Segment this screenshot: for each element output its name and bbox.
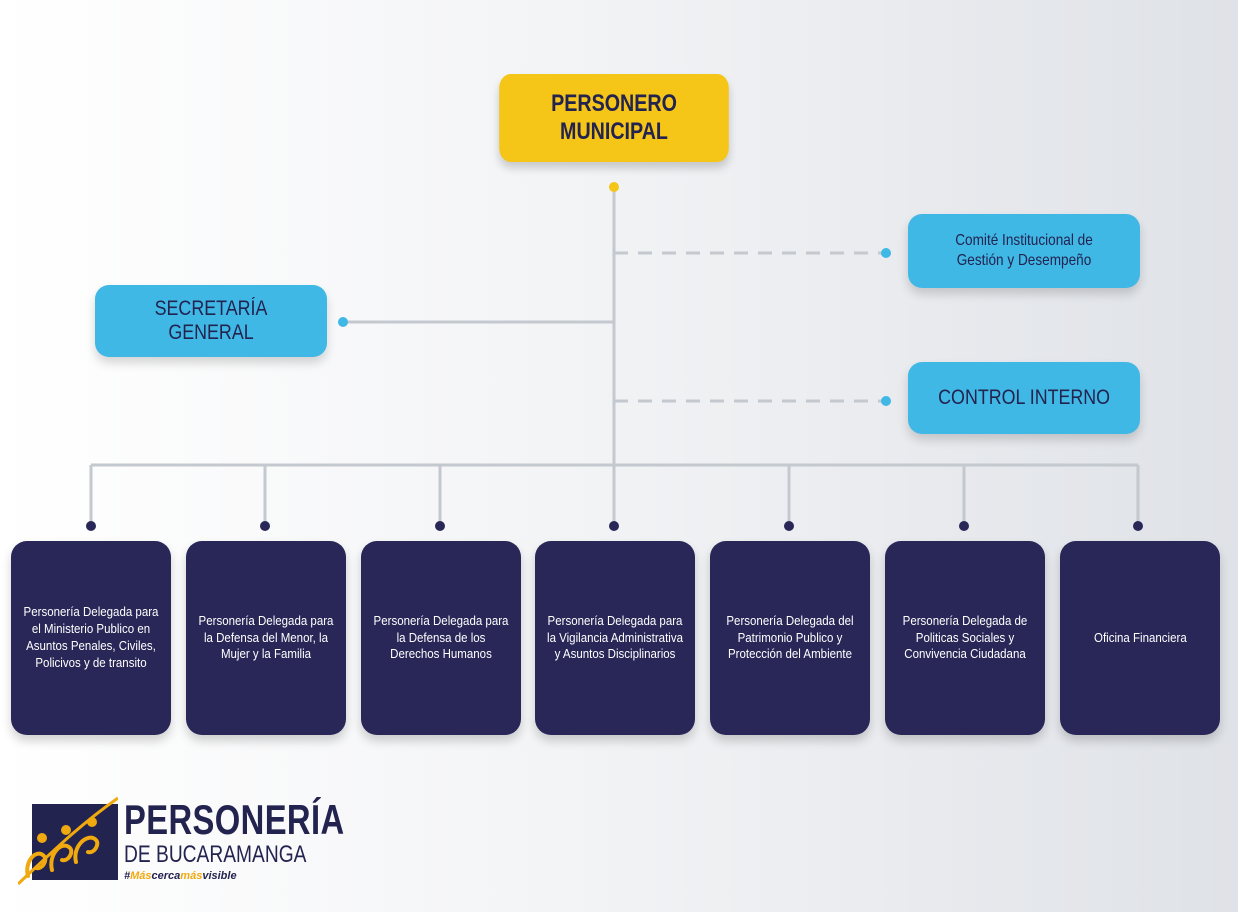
- department-label-6: Personería Delegada de Politicas Sociale…: [902, 613, 1028, 662]
- department-label-3: Personería Delegada para la Defensa de l…: [373, 613, 509, 662]
- department-dot: [609, 521, 619, 531]
- department-node-6: Personería Delegada de Politicas Sociale…: [885, 541, 1045, 735]
- personeria-logo: PERSONERÍA DE BUCARAMANGA #Máscercamásvi…: [18, 796, 344, 888]
- department-node-2: Personería Delegada para la Defensa del …: [186, 541, 346, 735]
- department-dot: [959, 521, 969, 531]
- department-dot: [260, 521, 270, 531]
- department-node-5: Personería Delegada del Patrimonio Publi…: [710, 541, 870, 735]
- comite-node: Comité Institucional de Gestión y Desemp…: [908, 214, 1140, 288]
- logo-name: PERSONERÍA: [124, 796, 345, 843]
- trunk-top-dot: [609, 182, 619, 192]
- logo-tagline: #Máscercamásvisible: [124, 870, 237, 882]
- department-node-4: Personería Delegada para la Vigilancia A…: [535, 541, 695, 735]
- secretaria-general-label: SECRETARÍA GENERAL: [154, 297, 268, 344]
- department-label-7: Oficina Financiera: [1093, 630, 1187, 645]
- department-label-4: Personería Delegada para la Vigilancia A…: [547, 613, 683, 662]
- department-node-3: Personería Delegada para la Defensa de l…: [361, 541, 521, 735]
- department-dot: [86, 521, 96, 531]
- control-dot: [881, 396, 891, 406]
- logo-city: DE BUCARAMANGA: [124, 841, 307, 868]
- department-node-1: Personería Delegada para el Ministerio P…: [11, 541, 171, 735]
- secretaria-general-node: SECRETARÍA GENERAL: [95, 285, 327, 357]
- department-dot: [1133, 521, 1143, 531]
- department-label-5: Personería Delegada del Patrimonio Publi…: [726, 613, 854, 662]
- personero-municipal-node: PERSONERO MUNICIPAL: [499, 74, 729, 162]
- comite-label: Comité Institucional de Gestión y Desemp…: [955, 232, 1093, 269]
- logo-mark-icon: [18, 796, 118, 886]
- department-node-7: Oficina Financiera: [1060, 541, 1220, 735]
- department-dot: [784, 521, 794, 531]
- department-label-1: Personería Delegada para el Ministerio P…: [23, 605, 159, 670]
- department-label-2: Personería Delegada para la Defensa del …: [198, 613, 334, 662]
- committee-dot: [881, 248, 891, 258]
- control-interno-label: CONTROL INTERNO: [938, 386, 1110, 409]
- control-interno-node: CONTROL INTERNO: [908, 362, 1140, 434]
- department-dot: [435, 521, 445, 531]
- logo-text: PERSONERÍA DE BUCARAMANGA #Máscercamásvi…: [124, 798, 407, 884]
- secretaria-dot: [338, 317, 348, 327]
- personero-municipal-label: PERSONERO MUNICIPAL: [551, 90, 677, 145]
